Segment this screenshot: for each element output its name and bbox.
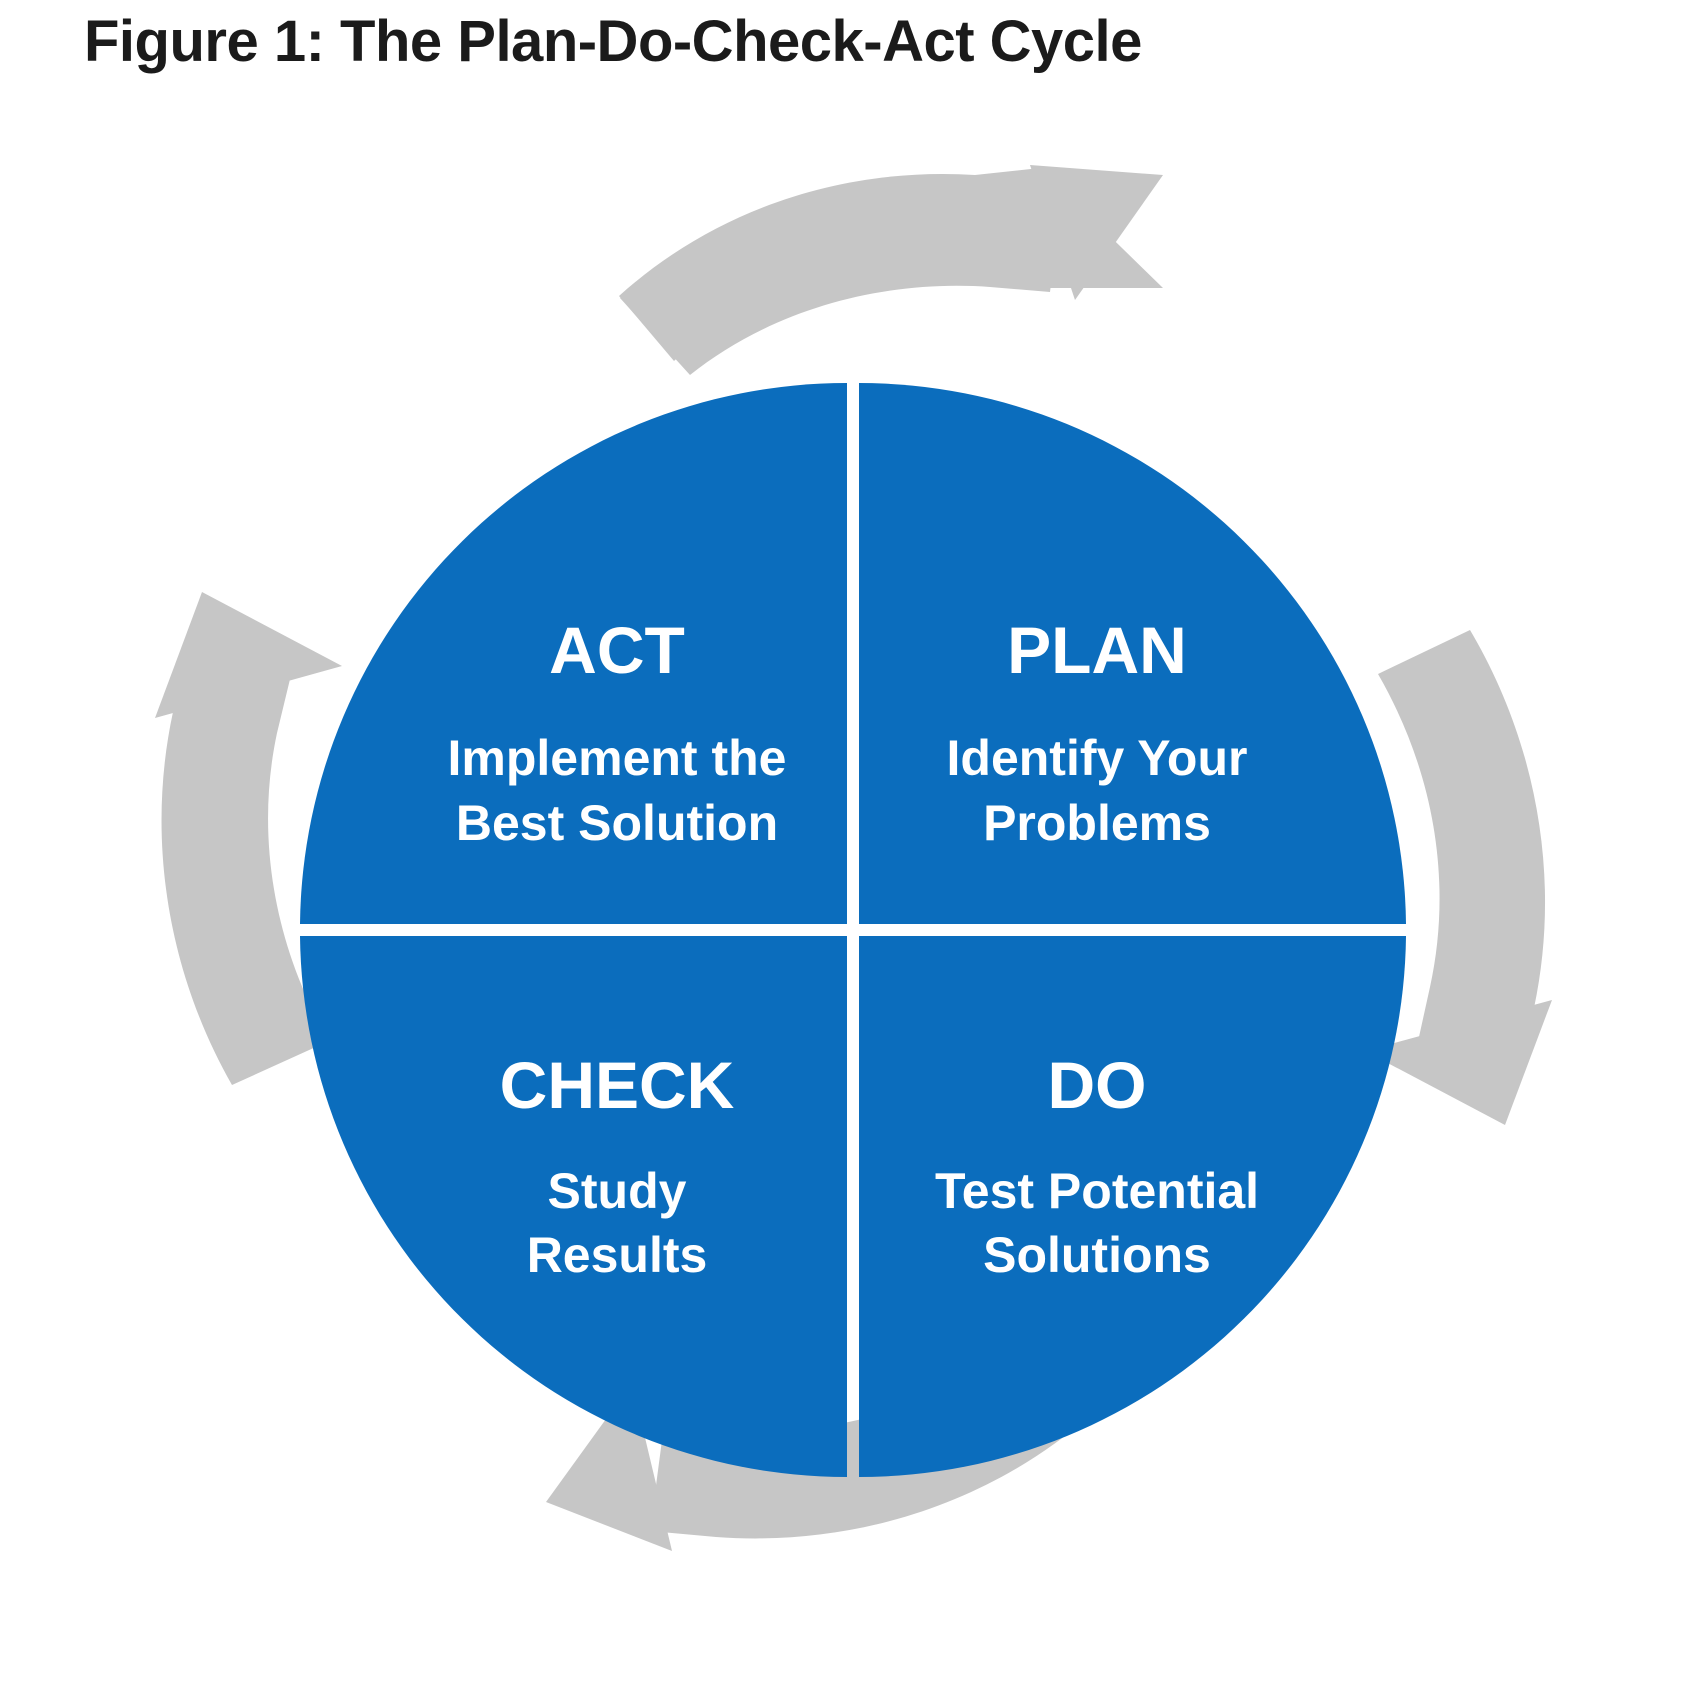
quadrant-act-title: ACT	[549, 613, 685, 687]
quadrant-do-desc-line1: Test Potential	[935, 1163, 1259, 1219]
quadrant-check-title: CHECK	[500, 1048, 735, 1122]
quadrant-do[interactable]	[859, 936, 1406, 1477]
quadrant-check-desc-line2: Results	[527, 1227, 708, 1283]
quadrant-plan-labels: PLAN Identify Your Problems	[947, 613, 1248, 851]
quadrant-act-labels: ACT Implement the Best Solution	[448, 613, 787, 851]
quadrant-check-desc-line1: Study	[548, 1163, 687, 1219]
quadrant-do-desc-line2: Solutions	[983, 1227, 1211, 1283]
quadrant-plan-desc-line1: Identify Your	[947, 730, 1248, 786]
curved-arrow-head-icon	[1365, 1000, 1552, 1125]
arrow-right	[1365, 630, 1552, 1125]
cycle-wheel	[300, 383, 1406, 1477]
curved-arrow-body-icon	[161, 648, 329, 1085]
quadrant-check-labels: CHECK Study Results	[500, 1048, 735, 1283]
quadrant-plan-title: PLAN	[1007, 613, 1187, 687]
quadrant-act[interactable]	[300, 383, 847, 924]
quadrant-act-desc-line1: Implement the	[448, 730, 787, 786]
quadrant-do-title: DO	[1048, 1048, 1147, 1122]
quadrant-do-labels: DO Test Potential Solutions	[935, 1048, 1259, 1283]
quadrant-act-desc-line2: Best Solution	[456, 795, 778, 851]
arrow-top	[619, 165, 1163, 375]
curved-arrow-head-icon	[155, 592, 342, 718]
curved-arrow-head-icon	[1030, 165, 1163, 300]
curved-arrow-body-icon	[1378, 630, 1546, 1072]
quadrant-plan-desc-line2: Problems	[983, 795, 1211, 851]
page-title: Figure 1: The Plan-Do-Check-Act Cycle	[84, 9, 1142, 74]
quadrant-check[interactable]	[300, 936, 847, 1477]
arrow-left	[155, 592, 342, 1085]
quadrant-plan[interactable]	[859, 383, 1406, 924]
curved-arrow-body-icon	[620, 178, 1063, 375]
